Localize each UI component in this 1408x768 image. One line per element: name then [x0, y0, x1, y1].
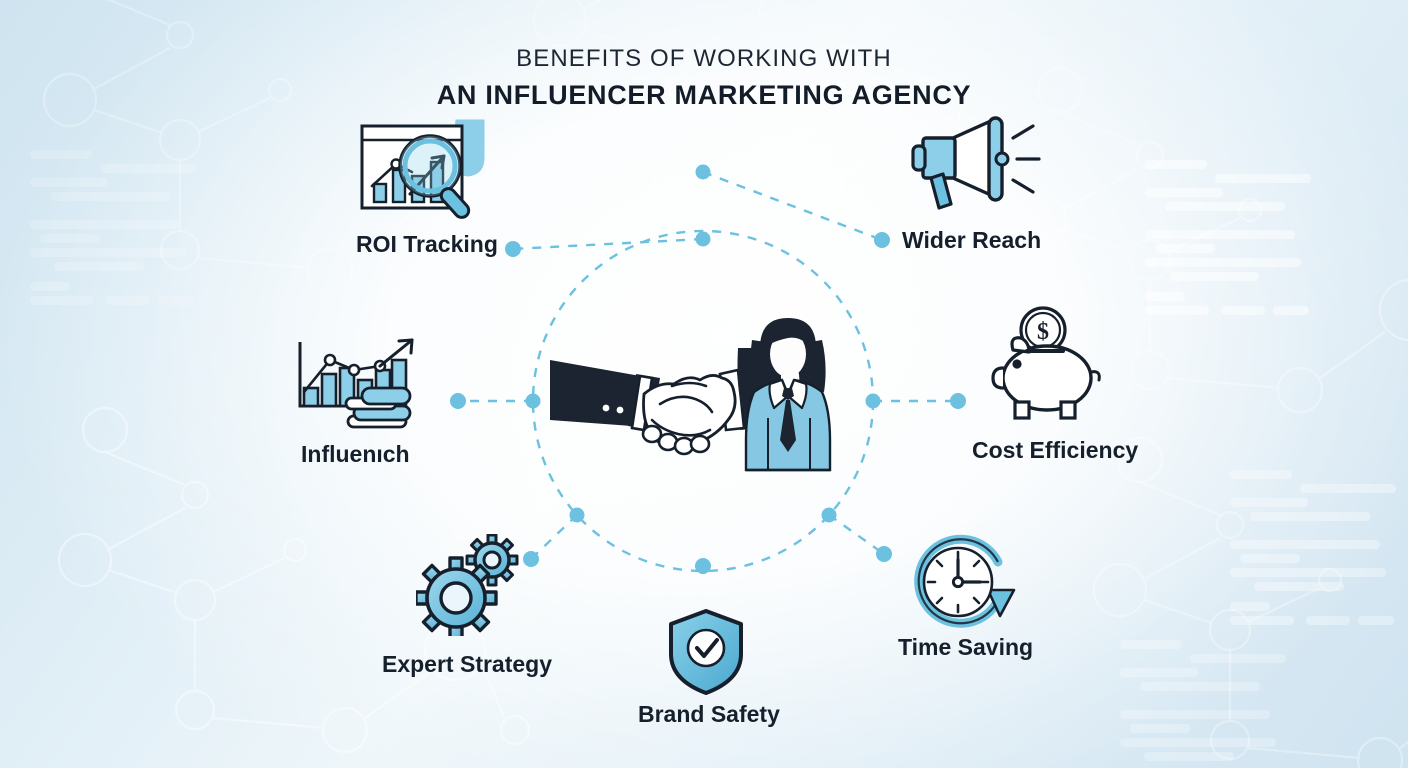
chart-magnifier-icon [352, 112, 492, 224]
node-label-wider-reach[interactable]: Wider Reach [902, 227, 1042, 253]
piggy-bank-icon: $ [985, 302, 1110, 424]
title-line-2: AN INFLUENCER MARKETING AGENCY [436, 80, 972, 110]
handshake-illustration [548, 308, 860, 488]
shield-check-icon [665, 608, 747, 696]
node-label-cost-efficiency[interactable]: Cost Efficiency [972, 437, 1139, 463]
page-title: BENEFITS OF WORKING WITH AN INFLUENCER M… [0, 44, 1408, 113]
title-line-1: BENEFITS OF WORKING WITH [516, 45, 892, 72]
megaphone-icon [905, 112, 1045, 216]
node-label-influenich[interactable]: Influenıch [301, 441, 410, 467]
node-label-time-saving[interactable]: Time Saving [898, 634, 1034, 660]
svg-text:$: $ [1037, 319, 1049, 345]
growth-bar-chart-icon [288, 334, 420, 432]
gears-icon [414, 533, 522, 640]
node-label-brand-safety[interactable]: Brand Safety [638, 701, 780, 727]
node-label-roi-tracking[interactable]: ROI Tracking [356, 231, 498, 257]
node-label-expert-strategy[interactable]: Expert Strategy [382, 651, 553, 677]
clock-arrow-icon [910, 532, 1022, 636]
